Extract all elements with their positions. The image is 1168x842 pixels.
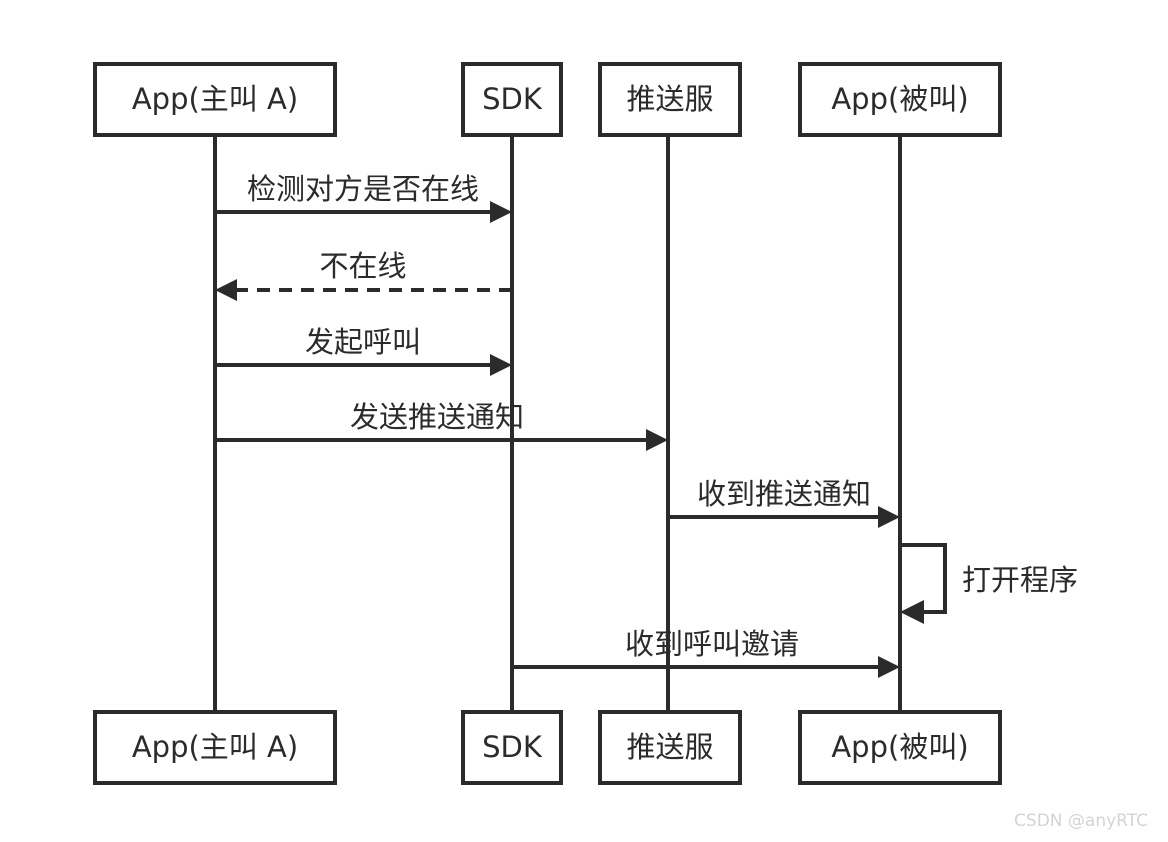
participant-label-sdk-bottom: SDK — [482, 730, 543, 764]
participant-box-callee-top[interactable]: App(被叫) — [798, 62, 1002, 137]
participant-box-sdk-bottom[interactable]: SDK — [461, 710, 563, 785]
participant-box-rect — [461, 710, 563, 785]
message-1-label: 检测对方是否在线 — [247, 172, 479, 206]
participant-box-push-bottom[interactable]: 推送服 — [598, 710, 742, 785]
participant-box-rect — [598, 710, 742, 785]
message-4-arrowhead-right-icon — [646, 429, 668, 451]
participant-label-push-top: 推送服 — [626, 82, 713, 116]
message-2-arrowhead-left-icon — [215, 279, 237, 301]
message-1-arrowhead-right-icon — [490, 201, 512, 223]
participant-box-rect — [93, 62, 337, 137]
participant-box-rect — [461, 62, 563, 137]
participant-box-rect — [598, 62, 742, 137]
message-7-label: 收到呼叫邀请 — [625, 627, 799, 661]
message-1-check-online[interactable]: 检测对方是否在线 — [215, 172, 512, 223]
message-7-arrowhead-right-icon — [878, 656, 900, 678]
participant-label-callee-top: App(被叫) — [831, 82, 968, 116]
participant-box-caller-top[interactable]: App(主叫 A) — [93, 62, 337, 137]
message-6-selfloop-path — [900, 543, 947, 614]
participant-box-rect — [798, 62, 1002, 137]
watermark-text: CSDN @anyRTC — [1014, 811, 1148, 831]
participant-box-caller-bottom[interactable]: App(主叫 A) — [93, 710, 337, 785]
message-5-label: 收到推送通知 — [697, 477, 871, 511]
participant-label-push-bottom: 推送服 — [626, 730, 713, 764]
message-5-receive-push-notification[interactable]: 收到推送通知 — [668, 477, 900, 528]
message-7-receive-call-invite[interactable]: 收到呼叫邀请 — [512, 627, 900, 678]
participant-label-callee-bottom: App(被叫) — [831, 730, 968, 764]
participant-label-caller-bottom: App(主叫 A) — [132, 730, 298, 764]
message-6-label: 打开程序 — [962, 563, 1078, 597]
message-2-offline[interactable]: 不在线 — [215, 249, 512, 301]
participant-box-sdk-top[interactable]: SDK — [461, 62, 563, 137]
message-3-arrowhead-right-icon — [490, 354, 512, 376]
message-6-arrowhead-left-icon — [900, 600, 924, 624]
participant-label-sdk-top: SDK — [482, 82, 543, 116]
message-5-arrowhead-right-icon — [878, 506, 900, 528]
message-6-open-app-self-loop[interactable]: 打开程序 — [900, 543, 1078, 624]
participant-label-caller-top: App(主叫 A) — [132, 82, 298, 116]
message-3-label: 发起呼叫 — [305, 325, 421, 359]
participant-boxes-bottom: App(主叫 A) SDK 推送服 App(被叫) — [93, 710, 1002, 785]
message-4-send-push-notification[interactable]: 发送推送通知 — [215, 400, 668, 451]
participant-box-rect — [93, 710, 337, 785]
message-3-initiate-call[interactable]: 发起呼叫 — [215, 325, 512, 376]
message-4-label: 发送推送通知 — [350, 400, 524, 434]
participant-box-push-top[interactable]: 推送服 — [598, 62, 742, 137]
lifelines-group — [213, 135, 902, 712]
participant-boxes-top: App(主叫 A) SDK 推送服 App(被叫) — [93, 62, 1002, 137]
message-2-label: 不在线 — [319, 249, 406, 283]
participant-box-callee-bottom[interactable]: App(被叫) — [798, 710, 1002, 785]
participant-box-rect — [798, 710, 1002, 785]
